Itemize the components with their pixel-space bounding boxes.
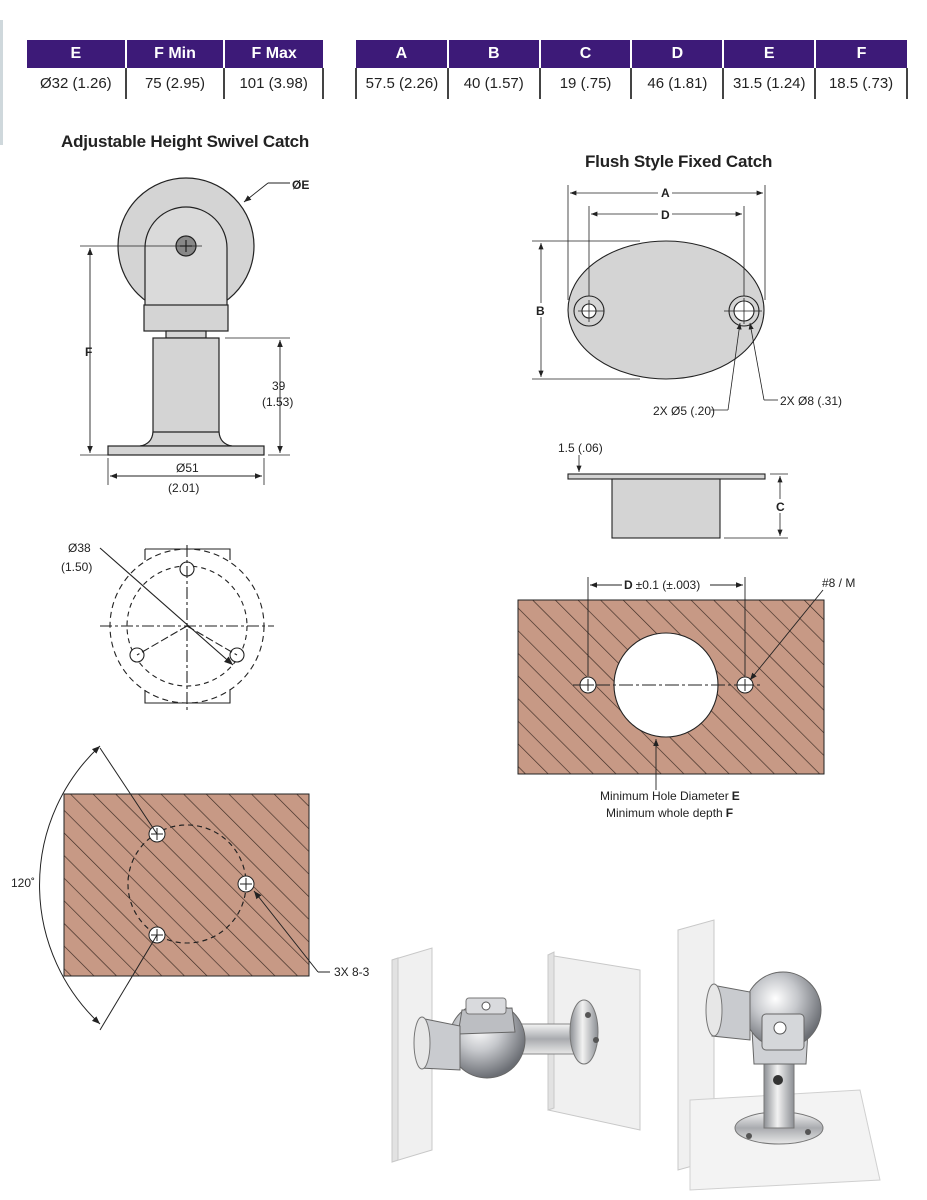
cell-a: 57.5 (2.26) — [355, 68, 449, 99]
dim-51: Ø51 — [176, 461, 199, 475]
swivel-base-top-view — [99, 545, 274, 710]
cell-e2: 31.5 (1.24) — [723, 68, 817, 99]
swivel-title: Adjustable Height Swivel Catch — [61, 132, 310, 151]
swivel-side-view — [80, 177, 290, 485]
flush-mount-pattern — [517, 577, 825, 790]
header-c: C — [539, 40, 633, 68]
dim-38: Ø38 — [68, 541, 91, 555]
thickness-label: 1.5 (.06) — [558, 441, 603, 455]
hole-5-label: 2X Ø5 (.20) — [653, 404, 715, 418]
d-tol-value: ±0.1 (±.003) — [636, 578, 701, 592]
flush-dimension-table: A B C D E F 57.5 (2.26) 40 (1.57) 19 (.7… — [355, 40, 908, 99]
header-b: B — [447, 40, 541, 68]
hole-8-label: 2X Ø8 (.31) — [780, 394, 842, 408]
header-f-max: F Max — [224, 40, 323, 68]
caption1-bold: E — [732, 789, 740, 803]
label-d: D — [661, 208, 670, 222]
cell-f-max: 101 (3.98) — [224, 68, 324, 99]
swivel-mount-pattern — [39, 745, 330, 1031]
dim-51-in: (2.01) — [168, 481, 199, 495]
flush-side-view — [567, 455, 788, 539]
dim-39: 39 — [272, 379, 286, 393]
label-f: F — [85, 345, 92, 359]
cell-b: 40 (1.57) — [447, 68, 541, 99]
header-f: F — [815, 40, 907, 68]
cell-f2: 18.5 (.73) — [815, 68, 908, 99]
header-e: E — [27, 40, 127, 68]
cell-d: 46 (1.81) — [631, 68, 725, 99]
caption2-bold: F — [726, 806, 733, 820]
flush-top-view — [532, 185, 778, 411]
label-c: C — [776, 500, 785, 514]
label-e: ØE — [292, 178, 309, 192]
cell-c: 19 (.75) — [539, 68, 633, 99]
header-d: D — [631, 40, 725, 68]
dim-38-in: (1.50) — [61, 560, 92, 574]
flush-title: Flush Style Fixed Catch — [585, 152, 773, 171]
d-tolerance: D±0.1 (±.003) — [624, 578, 700, 592]
render-vertical-catch — [677, 919, 881, 1191]
swivel-screw-note: 3X 8-3 — [334, 965, 370, 979]
dim-39-in: (1.53) — [262, 395, 293, 409]
header-a: A — [356, 40, 449, 68]
label-a: A — [661, 186, 670, 200]
d-tol-label: D — [624, 578, 633, 592]
flush-screw-note: #8 / M — [822, 576, 855, 590]
page-edge-bar — [0, 20, 3, 145]
angle-120: 120˚ — [11, 876, 35, 890]
caption1-text: Minimum Hole Diameter — [600, 789, 729, 803]
header-f-min: F Min — [125, 40, 226, 68]
swivel-dimension-table: E F Min F Max Ø32 (1.26) 75 (2.95) 101 (… — [27, 40, 324, 99]
caption2-text: Minimum whole depth — [606, 806, 723, 820]
label-b: B — [536, 304, 545, 318]
header-e2: E — [723, 40, 817, 68]
render-horizontal-catch — [391, 947, 641, 1163]
cell-f-min: 75 (2.95) — [125, 68, 226, 99]
cell-e: Ø32 (1.26) — [27, 68, 127, 99]
